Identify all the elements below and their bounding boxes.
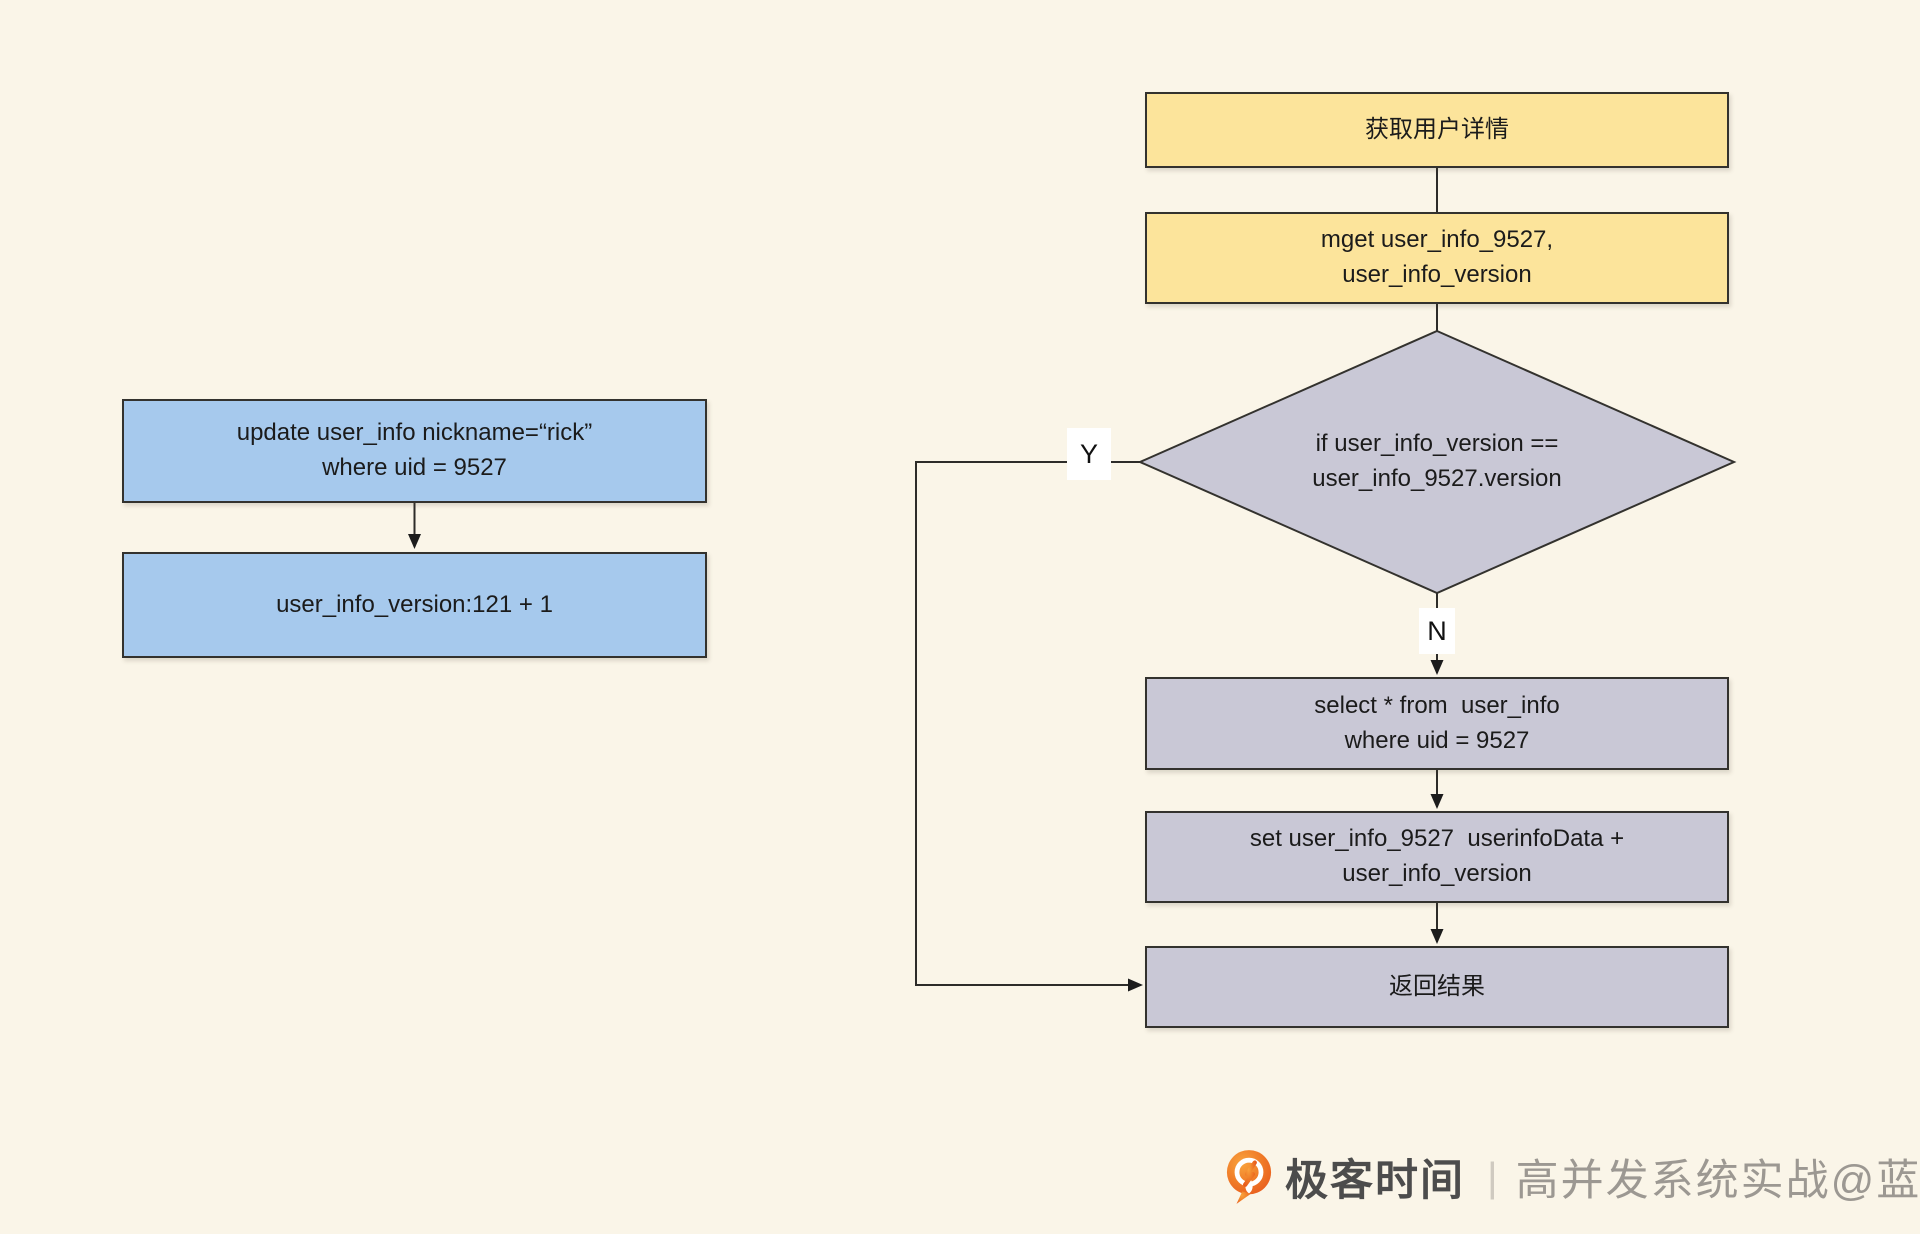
- branding-separator: |: [1487, 1153, 1498, 1200]
- branding-bar: 极客时间 | 高并发系统实战@蓝天: [1225, 1148, 1920, 1206]
- flow-node-return-result: 返回结果: [1145, 946, 1729, 1028]
- branch-label-yes: Y: [1067, 428, 1111, 480]
- decision-diamond-label: if user_info_version == user_info_9527.v…: [1140, 331, 1734, 593]
- flow-node-text: if user_info_version ==: [1315, 430, 1559, 458]
- flow-node-text: user_info_version:121 + 1: [276, 590, 553, 618]
- flow-node-text: user_info_9527.version: [1312, 465, 1562, 492]
- geektime-logo-icon: [1226, 1150, 1272, 1204]
- flow-node-update-sql: update user_info nickname=“rick” where u…: [122, 399, 707, 503]
- flow-node-mget-cache: mget user_info_9527, user_info_version: [1145, 212, 1729, 304]
- flow-node-set-cache: set user_info_9527 userinfoData + user_i…: [1145, 811, 1729, 903]
- flow-node-text: mget user_info_9527,: [1320, 226, 1554, 254]
- flow-node-text: 返回结果: [1389, 972, 1485, 1000]
- flow-node-text: where uid = 9527: [1344, 726, 1530, 754]
- flow-node-text: where uid = 9527: [322, 454, 507, 481]
- watermark-text: 高并发系统实战@蓝天: [1515, 1157, 1920, 1205]
- flow-node-text: user_info_version: [1342, 261, 1532, 288]
- flow-node-get-user-detail: 获取用户详情: [1145, 92, 1729, 168]
- flow-node-text: set user_info_9527 userinfoData +: [1249, 825, 1625, 853]
- flow-node-text: 获取用户详情: [1365, 115, 1509, 143]
- flow-node-text: user_info_version: [1342, 860, 1532, 887]
- flow-node-text: select * from user_info: [1314, 691, 1560, 719]
- geektime-logo-text: 极客时间: [1285, 1157, 1465, 1205]
- connector-yes-branch: [915, 461, 1143, 992]
- flow-node-select-db: select * from user_info where uid = 9527: [1145, 677, 1729, 770]
- flow-node-text: update user_info nickname=“rick”: [236, 419, 593, 447]
- flow-node-version-increment: user_info_version:121 + 1: [122, 552, 707, 658]
- branch-label-no: N: [1419, 608, 1455, 654]
